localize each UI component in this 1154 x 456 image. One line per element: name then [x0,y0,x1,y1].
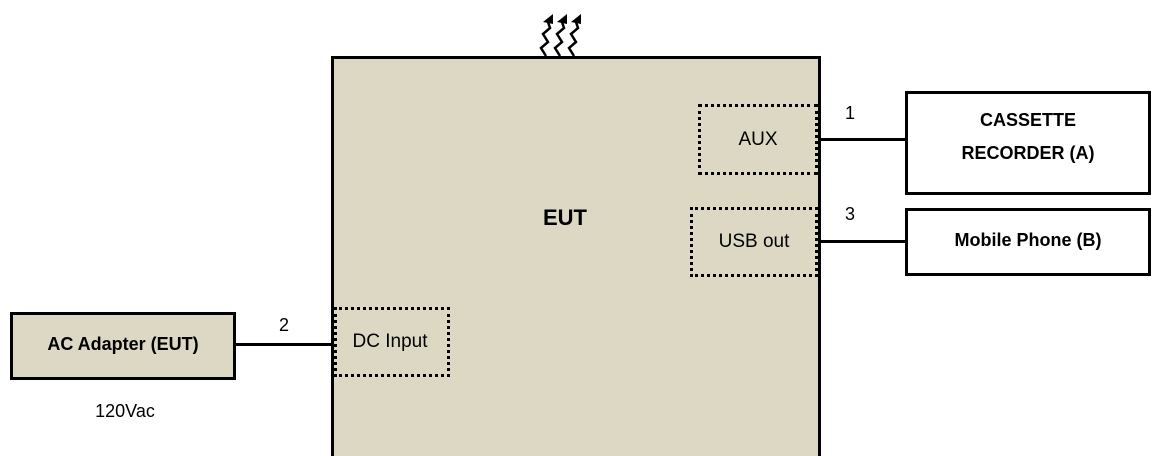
mobile-phone-label: Mobile Phone (B) [954,229,1102,250]
block-diagram: EUT AUX USB out DC Input CASSETTE RECORD… [10,14,1151,456]
usb-out-port-label: USB out [718,231,790,252]
usb-cable [818,240,905,243]
aux-cable-number: 1 [844,102,855,123]
usb-cable-number: 3 [844,203,855,224]
dc-cable [236,343,334,346]
radiation-arrows-icon [539,14,581,57]
dc-cable-number: 2 [278,314,289,335]
cassette-recorder-box [905,91,1151,195]
aux-port-label: AUX [738,128,778,150]
usb-out-port [690,207,818,277]
aux-cable [818,138,905,141]
ac-adapter-box [10,312,236,380]
eut-label: EUT [543,205,587,230]
cassette-recorder-label-line1: CASSETTE [979,109,1076,130]
eut-box [331,56,821,456]
ac-adapter-label: AC Adapter (EUT) [47,333,199,354]
mobile-phone-box [905,208,1151,276]
aux-port [698,104,818,175]
dc-input-port [334,307,450,377]
dc-input-port-label: DC Input [352,331,428,352]
supply-voltage-label: 120Vac [95,400,155,421]
cassette-recorder-label-line2: RECORDER (A) [961,142,1095,163]
